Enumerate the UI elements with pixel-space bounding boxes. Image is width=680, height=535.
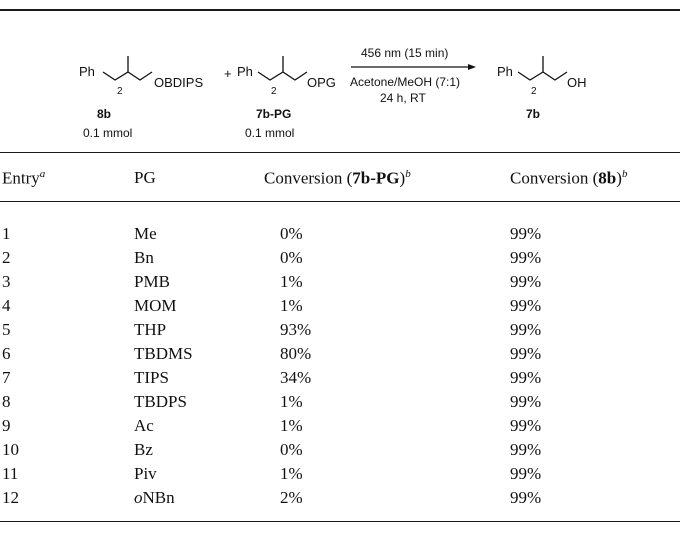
cell-entry: 11: [2, 464, 19, 483]
cell-conversion-8b: 99%: [510, 320, 542, 339]
product-7b-structure: [517, 56, 568, 81]
cell-pg: TBDPS: [134, 392, 187, 411]
cell-conversion-8b: 99%: [510, 440, 542, 459]
cell-entry: 10: [2, 440, 19, 459]
cell-entry: 8: [2, 392, 11, 411]
table-row: 12 oNBn 2% 99%: [0, 488, 680, 510]
reactant-7b-pg-structure: [257, 56, 308, 81]
plus-sign: +: [224, 66, 232, 81]
cell-conversion-7b-pg: 1%: [280, 296, 303, 315]
table-row: 1 Me 0% 99%: [0, 224, 680, 246]
cell-pg: Me: [134, 224, 157, 243]
cell-pg: MOM: [134, 296, 177, 315]
top-rule: [0, 9, 680, 11]
cell-pg: PMB: [134, 272, 170, 291]
cell-conversion-7b-pg: 1%: [280, 416, 303, 435]
cell-conversion-8b: 99%: [510, 224, 542, 243]
cell-conversion-7b-pg: 0%: [280, 224, 303, 243]
cell-pg-text: NBn: [142, 488, 175, 507]
cell-entry: 1: [2, 224, 11, 243]
table-row: 3 PMB 1% 99%: [0, 272, 680, 294]
reaction-scheme: Ph 2 OBDIPS 8b 0.1 mmol + Ph 2 OPG 7b-PG…: [79, 46, 587, 140]
reactant-8b-structure: [102, 56, 153, 81]
product-7b-ph: Ph: [497, 64, 513, 79]
table-row: 2 Bn 0% 99%: [0, 248, 680, 270]
table-row: 5 THP 93% 99%: [0, 320, 680, 342]
reactant-7b-pg-label: 7b-PG: [256, 107, 291, 121]
cell-pg-italic-prefix: o: [134, 488, 143, 507]
reactant-8b-label: 8b: [97, 107, 111, 121]
cell-pg: Bn: [134, 248, 154, 267]
product-7b-subscript: 2: [531, 86, 537, 97]
condition-time: 24 h, RT: [380, 91, 426, 105]
cell-entry: 4: [2, 296, 11, 315]
table-row: 8 TBDPS 1% 99%: [0, 392, 680, 414]
reactant-8b-subscript: 2: [117, 86, 123, 97]
cell-pg: Piv: [134, 464, 157, 483]
cell-conversion-7b-pg: 93%: [280, 320, 312, 339]
cell-pg: Bz: [134, 440, 153, 459]
cell-conversion-7b-pg: 1%: [280, 464, 303, 483]
header-top-rule: [0, 152, 680, 153]
condition-solvent: Acetone/MeOH (7:1): [350, 75, 460, 89]
cell-entry: 2: [2, 248, 11, 267]
cell-conversion-7b-pg: 34%: [280, 368, 312, 387]
reactant-7b-pg-group: OPG: [307, 75, 336, 90]
cell-entry: 3: [2, 272, 11, 291]
cell-entry: 6: [2, 344, 11, 363]
reaction-arrow: [351, 64, 476, 70]
cell-pg: Ac: [134, 416, 154, 435]
condition-light: 456 nm (15 min): [361, 46, 448, 60]
table-row: 6 TBDMS 80% 99%: [0, 344, 680, 366]
cell-conversion-8b: 99%: [510, 272, 542, 291]
cell-conversion-7b-pg: 0%: [280, 440, 303, 459]
cell-conversion-8b: 99%: [510, 344, 542, 363]
product-7b-label: 7b: [526, 107, 540, 121]
reactant-8b-ph: Ph: [79, 64, 95, 79]
cell-conversion-8b: 99%: [510, 248, 542, 267]
cell-conversion-7b-pg: 80%: [280, 344, 312, 363]
cell-conversion-8b: 99%: [510, 296, 542, 315]
cell-conversion-7b-pg: 0%: [280, 248, 303, 267]
header-bottom-rule: [0, 201, 680, 202]
cell-entry: 7: [2, 368, 11, 387]
cell-entry: 9: [2, 416, 11, 435]
bottom-rule: [0, 521, 680, 522]
cell-conversion-7b-pg: 2%: [280, 488, 303, 507]
cell-conversion-7b-pg: 1%: [280, 392, 303, 411]
header-conversion-7b-pg: Conversion (7b-PG)b: [264, 168, 411, 188]
cell-conversion-8b: 99%: [510, 392, 542, 411]
table-row: 11 Piv 1% 99%: [0, 464, 680, 486]
reactant-7b-pg-subscript: 2: [271, 86, 277, 97]
table-row: 7 TIPS 34% 99%: [0, 368, 680, 390]
cell-entry: 12: [2, 488, 19, 507]
table-row: 4 MOM 1% 99%: [0, 296, 680, 318]
cell-conversion-8b: 99%: [510, 464, 542, 483]
cell-pg: THP: [134, 320, 167, 339]
header-conversion-8b: Conversion (8b)b: [510, 168, 628, 188]
table-row: 9 Ac 1% 99%: [0, 416, 680, 438]
header-pg: PG: [134, 168, 156, 187]
cell-entry: 5: [2, 320, 11, 339]
reactant-7b-pg-amount: 0.1 mmol: [245, 126, 294, 140]
cell-pg: TBDMS: [134, 344, 193, 363]
cell-conversion-8b: 99%: [510, 488, 542, 507]
cell-pg: TIPS: [134, 368, 169, 387]
product-7b-group: OH: [567, 75, 587, 90]
reactant-7b-pg-ph: Ph: [237, 64, 253, 79]
reactant-8b-amount: 0.1 mmol: [83, 126, 132, 140]
cell-pg: oNBn: [134, 488, 175, 508]
header-entry: Entrya: [2, 168, 46, 188]
table-row: 10 Bz 0% 99%: [0, 440, 680, 462]
cell-conversion-8b: 99%: [510, 368, 542, 387]
cell-conversion-8b: 99%: [510, 416, 542, 435]
reactant-8b-group: OBDIPS: [154, 75, 203, 90]
cell-conversion-7b-pg: 1%: [280, 272, 303, 291]
